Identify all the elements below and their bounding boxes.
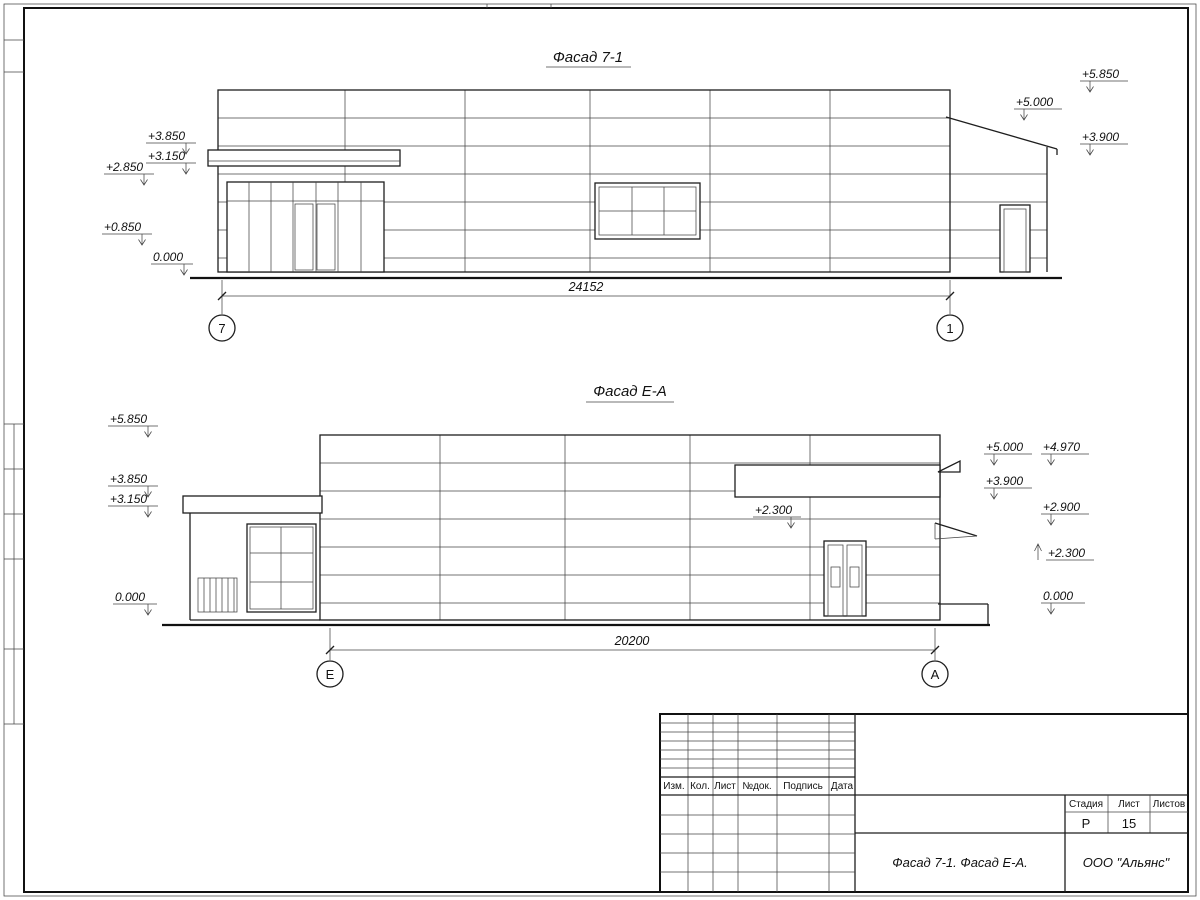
svg-text:+3.900: +3.900 (1082, 130, 1119, 144)
stage-sheet-cells: Стадия Лист Листов Р 15 (1069, 799, 1185, 831)
elevation-mark: +2.900 (1041, 500, 1089, 526)
elevation-mark: +3.850 (146, 129, 196, 155)
elevation-marks-bottom-left: +5.850 +3.850 +3.150 0.000 (108, 412, 158, 616)
svg-text:+3.150: +3.150 (148, 149, 185, 163)
stage-value: Р (1082, 816, 1091, 831)
entrance-glazing (226, 181, 385, 273)
sheets-label: Листов (1153, 799, 1186, 810)
entrance-canopy (207, 149, 401, 167)
svg-text:+3.850: +3.850 (110, 472, 147, 486)
elevation-mark: +0.850 (102, 220, 152, 246)
svg-text:Дата: Дата (831, 781, 854, 792)
svg-text:+4.970: +4.970 (1043, 440, 1080, 454)
facade-top-outline (217, 89, 951, 273)
dimension-label: 24152 (568, 280, 604, 294)
sheet-frame (3, 3, 1197, 897)
axis-bubble-1: 1 (936, 314, 964, 342)
facade-bottom-dimension: 20200 (325, 628, 940, 660)
elevation-mark: +2.300 (1034, 543, 1094, 561)
axis-bubble-E: Е (316, 660, 344, 688)
svg-text:Изм.: Изм. (663, 781, 684, 792)
facade-top-window (594, 182, 701, 240)
sheet-label: Лист (1118, 799, 1140, 810)
svg-text:+5.000: +5.000 (986, 440, 1023, 454)
stage-label: Стадия (1069, 799, 1103, 810)
elevation-mark: +5.000 (984, 440, 1032, 466)
elevation-mark: +3.850 (108, 472, 158, 498)
svg-text:+3.900: +3.900 (986, 474, 1023, 488)
elevation-marks-bottom-right: +5.000 +3.900 +4.970 +2.900 +2.300 0.000 (984, 440, 1094, 615)
facade-bottom: Фасад Е-А (108, 383, 1094, 688)
elevation-marks-top-left: +3.850 +3.150 +2.850 +0.850 0.000 (102, 129, 196, 276)
elevation-mark: +5.000 (1014, 95, 1062, 121)
elevation-mark: 0.000 (151, 250, 193, 276)
elevation-mark: +5.850 (1080, 67, 1128, 93)
svg-text:+2.300: +2.300 (1048, 546, 1085, 560)
elevation-mark: 0.000 (1041, 589, 1085, 615)
facade-bottom-title: Фасад Е-А (593, 383, 667, 400)
facade-top-siding (218, 90, 1047, 272)
svg-text:+5.850: +5.850 (1082, 67, 1119, 81)
facade-top-door (999, 204, 1031, 273)
elevation-mark: +5.850 (108, 412, 158, 438)
svg-text:1: 1 (946, 321, 953, 336)
svg-text:Подпись: Подпись (783, 781, 823, 792)
facade-bottom-annex (182, 495, 323, 621)
side-canopy (934, 522, 989, 625)
facade-bottom-outline (319, 434, 941, 621)
elevation-mark: +3.150 (146, 149, 196, 175)
elevation-mark: 0.000 (113, 590, 157, 616)
svg-text:+2.850: +2.850 (106, 160, 143, 174)
frame-attribute-cells (4, 423, 24, 725)
svg-text:А: А (931, 667, 940, 682)
svg-text:7: 7 (218, 321, 225, 336)
title-block-headers: Изм. Кол. Лист №док. Подпись Дата (663, 781, 853, 792)
fascia-band (734, 464, 941, 498)
facade-top-title: Фасад 7-1 (553, 49, 623, 66)
elevation-mark: +3.900 (1080, 130, 1128, 156)
svg-text:Лист: Лист (714, 781, 736, 792)
svg-text:Е: Е (326, 667, 335, 682)
svg-text:+0.850: +0.850 (104, 220, 141, 234)
svg-text:№док.: №док. (742, 781, 771, 792)
elevation-marks-top-right: +5.850 +5.000 +3.900 (1014, 67, 1128, 156)
svg-text:+5.000: +5.000 (1016, 95, 1053, 109)
svg-text:Кол.: Кол. (690, 781, 710, 792)
svg-text:+2.900: +2.900 (1043, 500, 1080, 514)
svg-text:+2.300: +2.300 (755, 503, 792, 517)
facade-top: Фасад 7-1 (102, 49, 1128, 342)
elevation-mark: +3.150 (108, 492, 158, 518)
company-name: ООО "Альянс" (1083, 855, 1171, 870)
title-block: Изм. Кол. Лист №док. Подпись Дата Стадия… (659, 713, 1189, 893)
doc-title: Фасад 7-1. Фасад Е-А. (892, 855, 1027, 870)
sheet-value: 15 (1122, 816, 1136, 831)
svg-text:+3.150: +3.150 (110, 492, 147, 506)
svg-text:+3.850: +3.850 (148, 129, 185, 143)
svg-text:0.000: 0.000 (1043, 589, 1073, 603)
svg-text:0.000: 0.000 (115, 590, 145, 604)
axis-bubble-A: А (921, 660, 949, 688)
elevation-mark: +3.900 (984, 474, 1032, 500)
svg-text:+5.850: +5.850 (110, 412, 147, 426)
band-edge (937, 459, 961, 473)
axis-bubble-7: 7 (208, 314, 236, 342)
elevation-mark-middle: +2.300 (753, 503, 801, 529)
facade-top-dimension: 24152 (217, 280, 955, 314)
dimension-label: 20200 (614, 634, 650, 648)
svg-text:0.000: 0.000 (153, 250, 183, 264)
elevation-mark: +4.970 (1041, 440, 1089, 466)
elevation-mark: +2.850 (104, 160, 154, 186)
facade-top-annex (945, 116, 1058, 272)
facade-bottom-door (823, 540, 867, 617)
